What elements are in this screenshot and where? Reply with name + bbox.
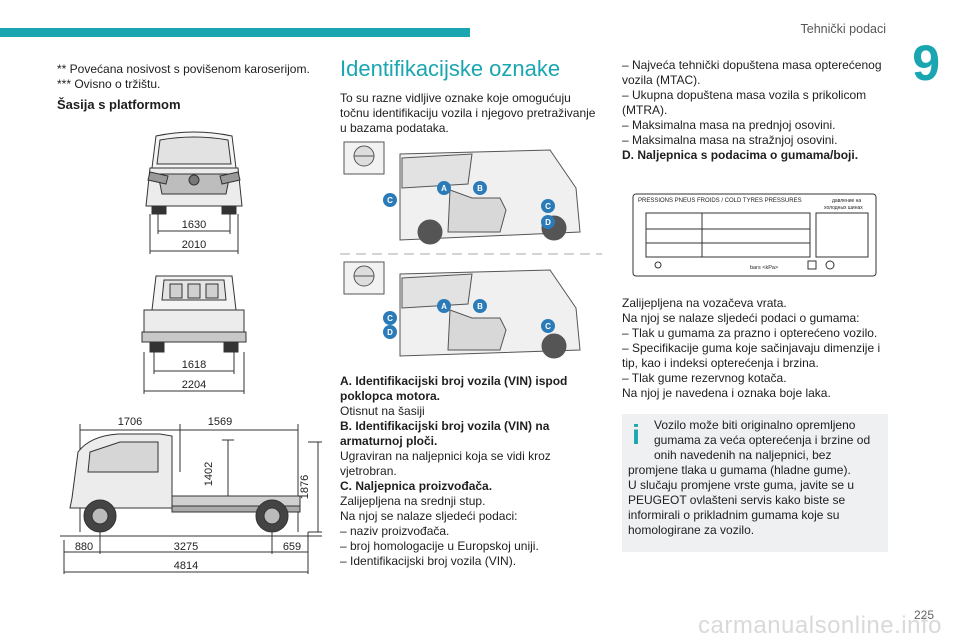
front-view-figure: 1630 2010 xyxy=(145,131,243,254)
label-ru-2: холодных шинах xyxy=(824,205,863,211)
identification-line: Otisnut na šasiji xyxy=(340,404,425,418)
marker-b-top: B xyxy=(477,184,483,193)
marker-c-bottom-right: C xyxy=(545,322,551,331)
tyre-label-description: Zalijepljena na vozačeva vrata.Na njoj s… xyxy=(622,296,890,401)
identification-list: A. Identifikacijski broj vozila (VIN) is… xyxy=(340,374,602,569)
marker-c-bottom-left: C xyxy=(387,314,393,323)
identification-line: A. Identifikacijski broj vozila (VIN) is… xyxy=(340,374,568,403)
rear-dim-2: 2204 xyxy=(182,379,206,391)
column-2: Identifikacijske oznake To su razne vidl… xyxy=(340,56,602,136)
note-1: ** Povećana nosivost s povišenom karoser… xyxy=(57,62,310,76)
tyre-info-line: Zalijepljena na vozačeva vrata. xyxy=(622,296,787,310)
page-number: 225 xyxy=(913,608,934,622)
chapter-number: 9 xyxy=(912,35,940,91)
section-heading-chassis: Šasija s platformom xyxy=(57,97,181,112)
mass-line: – Najveća tehnički dopuštena masa optere… xyxy=(622,58,882,87)
rear-view-figure: 1618 2204 xyxy=(141,275,247,394)
label-title: PRESSIONS PNEUS FROIDS / COLD TYRES PRES… xyxy=(638,198,802,204)
info-icon: i xyxy=(632,419,640,450)
info-text: Vozilo može biti originalno opremljeno g… xyxy=(628,418,871,537)
column-1: ** Povećana nosivost s povišenom karoser… xyxy=(57,62,319,112)
marker-b-bottom: B xyxy=(477,302,483,311)
tyre-info-line: – Tlak gume rezervnog kotača. xyxy=(622,371,787,385)
marker-a-bottom: A xyxy=(441,302,447,311)
side-total-length: 4814 xyxy=(174,560,198,572)
side-view-figure: 1706 1569 1402 1876 880 3275 659 4814 xyxy=(60,416,322,574)
section-title-identification: Identifikacijske oznake xyxy=(340,56,561,81)
identification-line: Zalijepljena na srednji stup. xyxy=(340,494,486,508)
tyre-info-line: Na njoj se nalaze sljedeći podaci o guma… xyxy=(622,311,860,325)
side-bottom-dim-3: 659 xyxy=(283,541,301,553)
note-2: *** Ovisno o tržištu. xyxy=(57,77,161,91)
tyre-pressure-label: PRESSIONS PNEUS FROIDS / COLD TYRES PRES… xyxy=(632,193,877,277)
header-accent-bar xyxy=(0,28,470,37)
column-3: – Najveća tehnički dopuštena masa optere… xyxy=(622,58,890,163)
marker-c-top-left: C xyxy=(387,196,393,205)
rear-dim-1: 1618 xyxy=(182,359,206,371)
marker-a-top: A xyxy=(441,184,447,193)
watermark: carmanualsonline.info xyxy=(698,612,942,639)
identification-line: – naziv proizvođača. xyxy=(340,524,450,538)
marker-d-top: D xyxy=(545,218,551,227)
identification-line: Ugraviran na naljepnici koja se vidi kro… xyxy=(340,449,551,478)
front-dim-2: 2010 xyxy=(182,239,206,251)
mass-line: – Maksimalna masa na prednjoj osovini. xyxy=(622,118,836,132)
identification-figure: A B C C D A B C D C xyxy=(340,141,602,359)
side-height-2: 1876 xyxy=(299,475,311,499)
identification-line: – broj homologacije u Europskoj uniji. xyxy=(340,539,539,553)
intro-paragraph: To su razne vidljive oznake koje omoguću… xyxy=(340,91,596,135)
info-box: i Vozilo može biti originalno opremljeno… xyxy=(622,414,888,552)
identification-line: B. Identifikacijski broj vozila (VIN) na… xyxy=(340,419,550,448)
side-height-1: 1402 xyxy=(203,462,215,486)
side-top-dim-2: 1569 xyxy=(208,416,232,428)
identification-line: C. Naljepnica proizvođača. xyxy=(340,479,493,493)
side-bottom-dim-1: 880 xyxy=(75,541,93,553)
side-top-dim-1: 1706 xyxy=(118,416,142,428)
side-bottom-dim-2: 3275 xyxy=(174,541,198,553)
marker-c-top-right: C xyxy=(545,202,551,211)
tyre-info-line: – Specifikacije guma koje sačinjavaju di… xyxy=(622,341,881,370)
mass-line: D. Naljepnica s podacima o gumama/boji. xyxy=(622,148,859,162)
tyre-info-line: – Tlak u gumama za prazno i opterećeno v… xyxy=(622,326,878,340)
mass-line: – Ukupna dopuštena masa vozila s prikoli… xyxy=(622,88,867,117)
header-title: Tehnički podaci xyxy=(800,22,886,36)
identification-line: Na njoj se nalaze sljedeći podaci: xyxy=(340,509,518,523)
marker-d-bottom: D xyxy=(387,328,393,337)
label-ru-1: давление на xyxy=(832,198,861,204)
mass-line: – Maksimalna masa na stražnjoj osovini. xyxy=(622,133,838,147)
tyre-info-line: Na njoj je navedena i oznaka boje laka. xyxy=(622,386,831,400)
label-units: bars <kPa> xyxy=(750,265,778,271)
front-dim-1: 1630 xyxy=(182,219,206,231)
identification-line: – Identifikacijski broj vozila (VIN). xyxy=(340,554,517,568)
